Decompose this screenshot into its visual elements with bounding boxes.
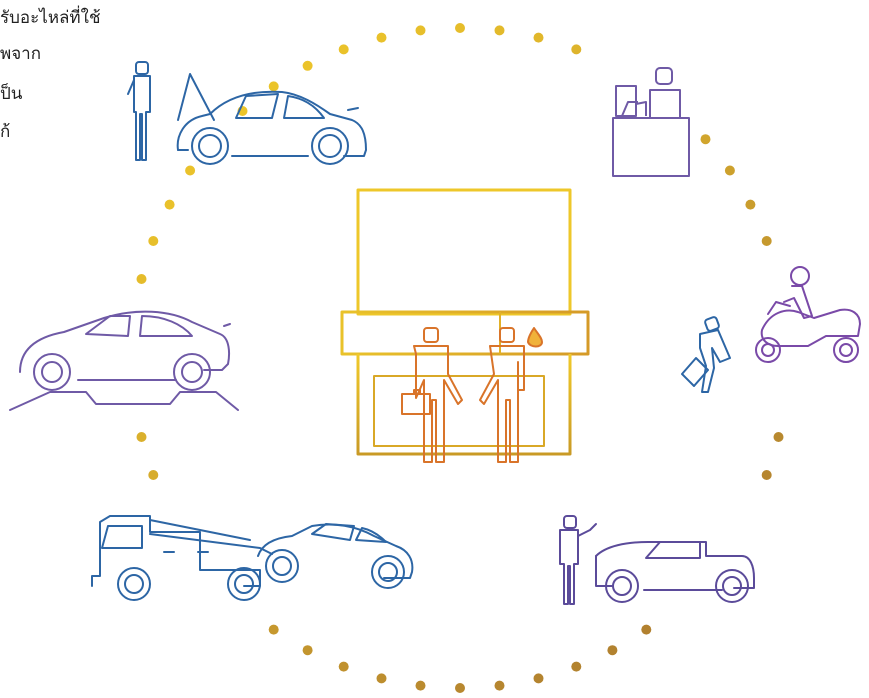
ring-dot	[494, 25, 505, 36]
ring-dot	[338, 44, 349, 55]
ring-dot	[745, 199, 756, 210]
mechanic-inspecting-car-icon	[127, 61, 367, 165]
ring-dot	[533, 673, 544, 684]
service-agent-desk-icon	[612, 67, 690, 177]
ring-dot	[148, 236, 159, 246]
dotted-ring	[136, 23, 784, 693]
ring-dot	[136, 274, 147, 284]
ring-dot	[533, 32, 544, 43]
inspector-pickup-icon	[559, 515, 755, 605]
shop-partners-icon	[340, 188, 590, 463]
ring-dot	[338, 661, 349, 672]
caption-line-1: รับอะไหล่ที่ใช้	[0, 8, 101, 28]
scooter-icon	[755, 266, 861, 363]
ring-dot	[376, 673, 387, 684]
ring-dot	[571, 661, 582, 672]
caption-line-3: ป็น	[0, 84, 23, 104]
ring-dot	[415, 680, 426, 691]
caption-line-4: ก้	[0, 122, 11, 142]
caption-clip: รับอะไหล่ที่ใช้ พจาก ป็น ก้	[0, 0, 160, 150]
courier-and-scooter-icon	[681, 316, 731, 393]
tow-truck-car-icon	[91, 515, 414, 601]
ring-dot	[641, 624, 652, 635]
ring-dot	[136, 432, 147, 442]
caption-block: รับอะไหล่ที่ใช้ พจาก ป็น ก้	[0, 0, 170, 150]
ring-dot	[455, 23, 465, 33]
ring-dot	[376, 32, 387, 43]
ring-dot	[415, 25, 426, 36]
ring-dot	[761, 470, 772, 480]
car-on-lift-icon	[9, 310, 239, 411]
ring-dot	[185, 165, 196, 176]
ring-dot	[268, 81, 279, 92]
ring-dot	[724, 165, 735, 176]
ring-dot	[700, 134, 711, 145]
ring-dot	[148, 470, 159, 480]
ring-dot	[761, 236, 772, 246]
ring-dot	[607, 645, 618, 656]
ring-dot	[164, 199, 175, 210]
ring-dot	[455, 683, 465, 693]
ring-dot	[302, 60, 313, 71]
caption-line-2: พจาก	[0, 44, 42, 64]
ring-dot	[773, 432, 784, 442]
ring-dot	[302, 645, 313, 656]
ring-dot	[494, 680, 505, 691]
ring-dot	[268, 624, 279, 635]
ring-dot	[571, 44, 582, 55]
